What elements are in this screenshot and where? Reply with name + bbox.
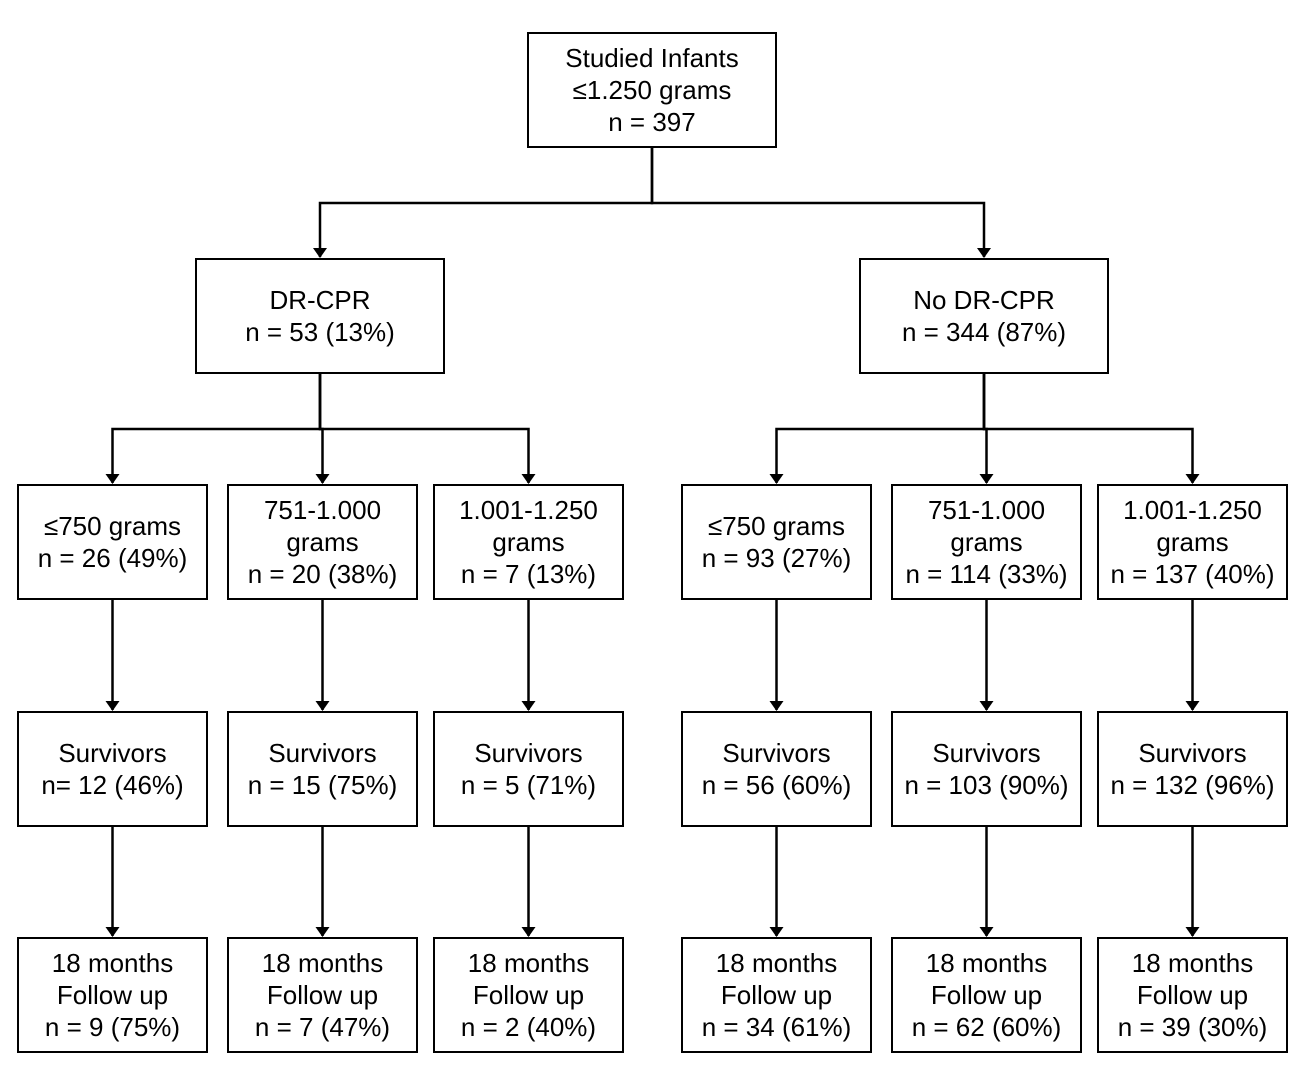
node-line: ≤750 grams	[707, 511, 846, 541]
node-dr-followup-751-1000: 18 months Follow up n = 7 (47%)	[227, 937, 418, 1053]
node-line: ≤750 grams	[43, 511, 182, 541]
node-line: 1.001-1.250	[1123, 495, 1262, 525]
connector-dr-to-dr_w3	[318, 374, 536, 484]
node-dr-survivors-1001-1250: Survivors n = 5 (71%)	[433, 711, 624, 827]
node-line: No DR-CPR	[913, 285, 1055, 315]
connector-dr-to-dr_w1	[105, 374, 322, 484]
node-line: Survivors	[722, 738, 831, 768]
node-line: Follow up	[56, 980, 169, 1010]
node-line: grams	[1156, 527, 1229, 557]
node-line: Follow up	[266, 980, 379, 1010]
node-line: Follow up	[930, 980, 1043, 1010]
node-dr-followup-1001-1250: 18 months Follow up n = 2 (40%)	[433, 937, 624, 1053]
node-nodr-survivors-1001-1250: Survivors n = 132 (96%)	[1097, 711, 1288, 827]
node-no-dr-cpr: No DR-CPR n = 344 (87%)	[859, 258, 1109, 374]
node-line: n = 26 (49%)	[37, 543, 188, 573]
node-nodr-survivors-750: Survivors n = 56 (60%)	[681, 711, 872, 827]
node-studied-infants: Studied Infants ≤1.250 grams n = 397	[527, 32, 777, 148]
connector-root-to-nodr	[650, 148, 991, 258]
node-line: n = 53 (13%)	[245, 317, 395, 347]
node-line: n = 9 (75%)	[44, 1012, 181, 1042]
node-dr-survivors-751-1000: Survivors n = 15 (75%)	[227, 711, 418, 827]
node-nodr-weight-750: ≤750 grams n = 93 (27%)	[681, 484, 872, 600]
connector-nodr-to-nodr_w3	[982, 374, 1200, 484]
node-nodr-followup-751-1000: 18 months Follow up n = 62 (60%)	[891, 937, 1082, 1053]
node-line: n = 62 (60%)	[911, 1012, 1062, 1042]
node-line: n = 397	[608, 107, 696, 137]
node-line: n = 344 (87%)	[901, 317, 1067, 347]
node-line: 751-1.000	[927, 495, 1046, 525]
node-line: ≤1.250 grams	[572, 75, 732, 105]
node-line: Survivors	[474, 738, 583, 768]
node-line: n = 7 (47%)	[254, 1012, 391, 1042]
node-line: n = 39 (30%)	[1117, 1012, 1268, 1042]
node-line: Survivors	[932, 738, 1041, 768]
node-line: 18 months	[715, 948, 838, 978]
connector-root-to-dr	[313, 148, 654, 258]
node-line: n = 56 (60%)	[701, 770, 852, 800]
node-line: n = 137 (40%)	[1110, 559, 1275, 589]
node-line: 18 months	[925, 948, 1048, 978]
node-line: Survivors	[1138, 738, 1247, 768]
node-nodr-survivors-751-1000: Survivors n = 103 (90%)	[891, 711, 1082, 827]
node-line: Survivors	[58, 738, 167, 768]
node-line: n = 93 (27%)	[701, 543, 852, 573]
node-nodr-weight-751-1000: 751-1.000 grams n = 114 (33%)	[891, 484, 1082, 600]
node-line: n = 2 (40%)	[460, 1012, 597, 1042]
node-line: Survivors	[268, 738, 377, 768]
node-line: n = 103 (90%)	[904, 770, 1069, 800]
node-line: 1.001-1.250	[459, 495, 598, 525]
node-line: n= 12 (46%)	[41, 770, 184, 800]
node-dr-cpr: DR-CPR n = 53 (13%)	[195, 258, 445, 374]
node-dr-weight-750: ≤750 grams n = 26 (49%)	[17, 484, 208, 600]
node-nodr-followup-750: 18 months Follow up n = 34 (61%)	[681, 937, 872, 1053]
node-line: n = 34 (61%)	[701, 1012, 852, 1042]
node-nodr-followup-1001-1250: 18 months Follow up n = 39 (30%)	[1097, 937, 1288, 1053]
node-line: n = 15 (75%)	[247, 770, 398, 800]
node-line: Follow up	[720, 980, 833, 1010]
node-line: 18 months	[1131, 948, 1254, 978]
node-line: 18 months	[467, 948, 590, 978]
node-line: 18 months	[51, 948, 174, 978]
node-dr-survivors-750: Survivors n= 12 (46%)	[17, 711, 208, 827]
node-line: Studied Infants	[565, 43, 739, 73]
node-dr-weight-751-1000: 751-1.000 grams n = 20 (38%)	[227, 484, 418, 600]
node-line: n = 132 (96%)	[1110, 770, 1275, 800]
node-line: grams	[492, 527, 565, 557]
node-line: 18 months	[261, 948, 384, 978]
node-line: grams	[950, 527, 1023, 557]
node-line: n = 7 (13%)	[460, 559, 597, 589]
node-line: Follow up	[1136, 980, 1249, 1010]
node-line: n = 5 (71%)	[460, 770, 597, 800]
node-dr-weight-1001-1250: 1.001-1.250 grams n = 7 (13%)	[433, 484, 624, 600]
node-line: n = 114 (33%)	[905, 559, 1068, 589]
node-dr-followup-750: 18 months Follow up n = 9 (75%)	[17, 937, 208, 1053]
node-line: grams	[286, 527, 359, 557]
node-line: n = 20 (38%)	[247, 559, 398, 589]
node-line: Follow up	[472, 980, 585, 1010]
node-line: DR-CPR	[269, 285, 371, 315]
connector-nodr-to-nodr_w1	[769, 374, 986, 484]
node-line: 751-1.000	[263, 495, 382, 525]
node-nodr-weight-1001-1250: 1.001-1.250 grams n = 137 (40%)	[1097, 484, 1288, 600]
